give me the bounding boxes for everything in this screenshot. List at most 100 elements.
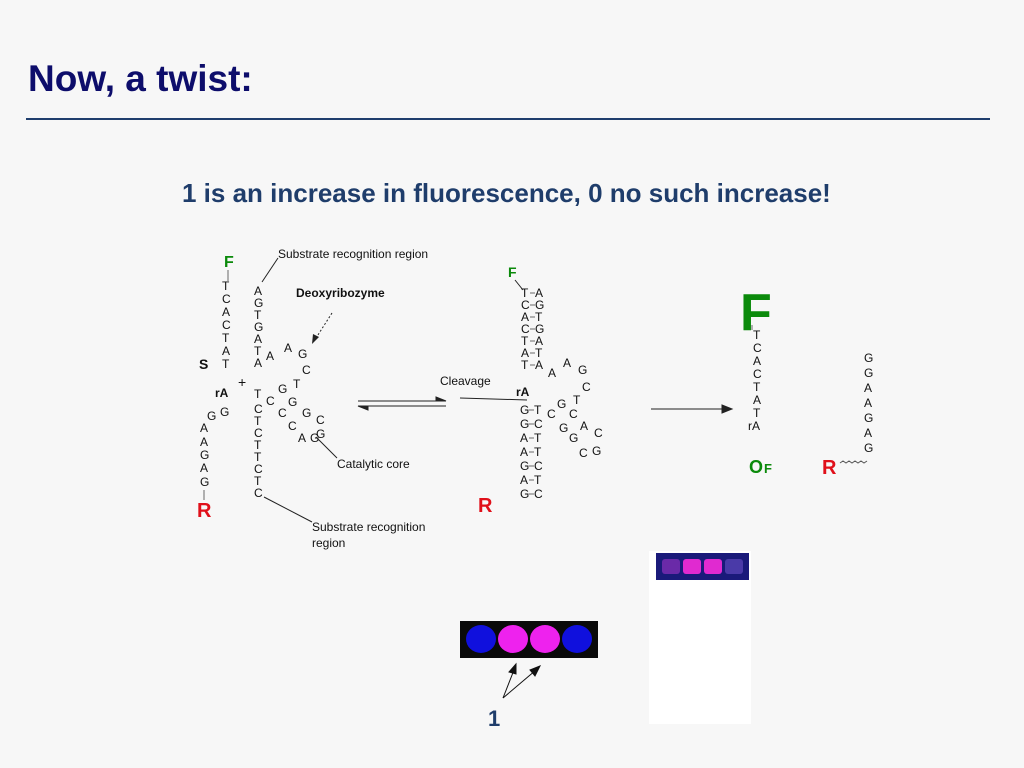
nucleotide: A bbox=[200, 461, 208, 475]
nucleotide: T bbox=[254, 387, 262, 401]
nucleotide: G bbox=[298, 347, 307, 361]
slide-title: Now, a twist: bbox=[28, 58, 253, 99]
label-substrate-region-bottom-2: region bbox=[312, 536, 345, 550]
nucleotide: T bbox=[534, 403, 542, 417]
nucleotide: A bbox=[520, 473, 528, 487]
nucleotide: A bbox=[753, 354, 761, 368]
nucleotide: T bbox=[521, 334, 529, 348]
nucleotide: G bbox=[302, 406, 311, 420]
slide-subtitle: 1 is an increase in fluorescence, 0 no s… bbox=[182, 178, 831, 208]
nucleotide: C bbox=[222, 292, 231, 306]
nucleotide: T bbox=[535, 310, 543, 324]
quencher-label-left: R bbox=[197, 500, 212, 522]
gel-well-on bbox=[498, 625, 528, 653]
nucleotide: G bbox=[520, 417, 529, 431]
nucleotide: C bbox=[254, 486, 263, 500]
nucleotide: C bbox=[753, 341, 762, 355]
nucleotide: C bbox=[316, 413, 325, 427]
label-deoxyribozyme: Deoxyribozyme bbox=[296, 286, 385, 300]
gel-image-small bbox=[649, 551, 751, 724]
nucleotide: G bbox=[557, 397, 566, 411]
nucleotide: A bbox=[535, 286, 543, 300]
nucleotide: A bbox=[254, 284, 262, 298]
nucleotide: A bbox=[535, 358, 543, 372]
pointer-substrate-bottom bbox=[263, 496, 313, 523]
nucleotide: C bbox=[582, 380, 591, 394]
pointer-substrate-top bbox=[261, 257, 279, 283]
nucleotide: A bbox=[200, 435, 208, 449]
nucleotide: T bbox=[753, 328, 761, 342]
nucleotide: G bbox=[559, 421, 568, 435]
quencher-label-middle: R bbox=[478, 495, 493, 517]
equilibrium-arrows bbox=[357, 396, 447, 411]
nucleotide: A bbox=[563, 356, 571, 370]
nucleotide: C bbox=[254, 402, 263, 416]
nucleotide: A bbox=[521, 310, 529, 324]
nucleotide: A bbox=[864, 426, 872, 440]
nucleotide: A bbox=[254, 332, 262, 346]
label-substrate-region-bottom: Substrate recognition bbox=[312, 520, 425, 534]
nucleotide: T bbox=[534, 431, 542, 445]
nucleotide: C bbox=[579, 446, 588, 460]
nucleotide: T bbox=[753, 380, 761, 394]
nucleotide: C bbox=[594, 426, 603, 440]
nucleotide: A bbox=[200, 421, 208, 435]
nucleotide: G bbox=[864, 351, 873, 365]
gel-well-on bbox=[530, 625, 560, 653]
nucleotide: C bbox=[302, 363, 311, 377]
arrow-deoxyribozyme bbox=[315, 312, 333, 339]
nucleotide: A bbox=[298, 431, 306, 445]
label-of-o: O bbox=[749, 457, 763, 477]
gel-well-off bbox=[562, 625, 592, 653]
arrow-head-deoxyribozyme bbox=[312, 334, 319, 344]
nucleotide: G bbox=[535, 298, 544, 312]
nucleotide: G bbox=[310, 431, 319, 445]
quencher-linker-right bbox=[839, 460, 868, 464]
nucleotide: A bbox=[864, 396, 872, 410]
nucleotide: G bbox=[254, 320, 263, 334]
label-of-sub: F bbox=[764, 461, 772, 476]
nucleotide: A bbox=[520, 445, 528, 459]
fluorophore-linker-middle bbox=[514, 279, 524, 291]
label-catalytic-core: Catalytic core bbox=[337, 457, 410, 471]
nucleotide: G bbox=[316, 427, 325, 441]
nucleotide: T bbox=[254, 308, 262, 322]
nucleotide: G bbox=[592, 444, 601, 458]
nucleotide: T bbox=[254, 438, 262, 452]
reaction-arrow bbox=[651, 404, 734, 414]
pointer-catalytic-core bbox=[315, 436, 338, 459]
plus-sign: + bbox=[238, 374, 246, 390]
nucleotide: C bbox=[254, 462, 263, 476]
nucleotide: T bbox=[293, 377, 301, 391]
nucleotide: C bbox=[534, 487, 543, 501]
nucleotide: G bbox=[200, 448, 209, 462]
nucleotide: G bbox=[578, 363, 587, 377]
title-divider bbox=[26, 118, 990, 120]
nucleotide: C bbox=[266, 394, 275, 408]
fluorophore-label-large: F bbox=[740, 284, 772, 342]
nucleotide: C bbox=[521, 298, 530, 312]
nucleotide: T bbox=[535, 346, 543, 360]
nucleotide: T bbox=[222, 279, 230, 293]
nucleotide: C bbox=[569, 407, 578, 421]
result-label-1: 1 bbox=[488, 706, 500, 731]
nucleotide: G bbox=[520, 459, 529, 473]
nucleotide: A bbox=[864, 381, 872, 395]
strand-label-s: S bbox=[199, 356, 208, 372]
nucleotide: C bbox=[278, 406, 287, 420]
nucleotide: A bbox=[222, 344, 230, 358]
nucleotide: C bbox=[534, 417, 543, 431]
nucleotide: G bbox=[864, 411, 873, 425]
nucleotide: T bbox=[573, 393, 581, 407]
nucleotide: T bbox=[534, 473, 542, 487]
nucleotide: C bbox=[753, 367, 762, 381]
pointer-cleavage bbox=[459, 397, 528, 401]
nucleotide: G bbox=[864, 441, 873, 455]
nucleotide: A bbox=[284, 341, 292, 355]
